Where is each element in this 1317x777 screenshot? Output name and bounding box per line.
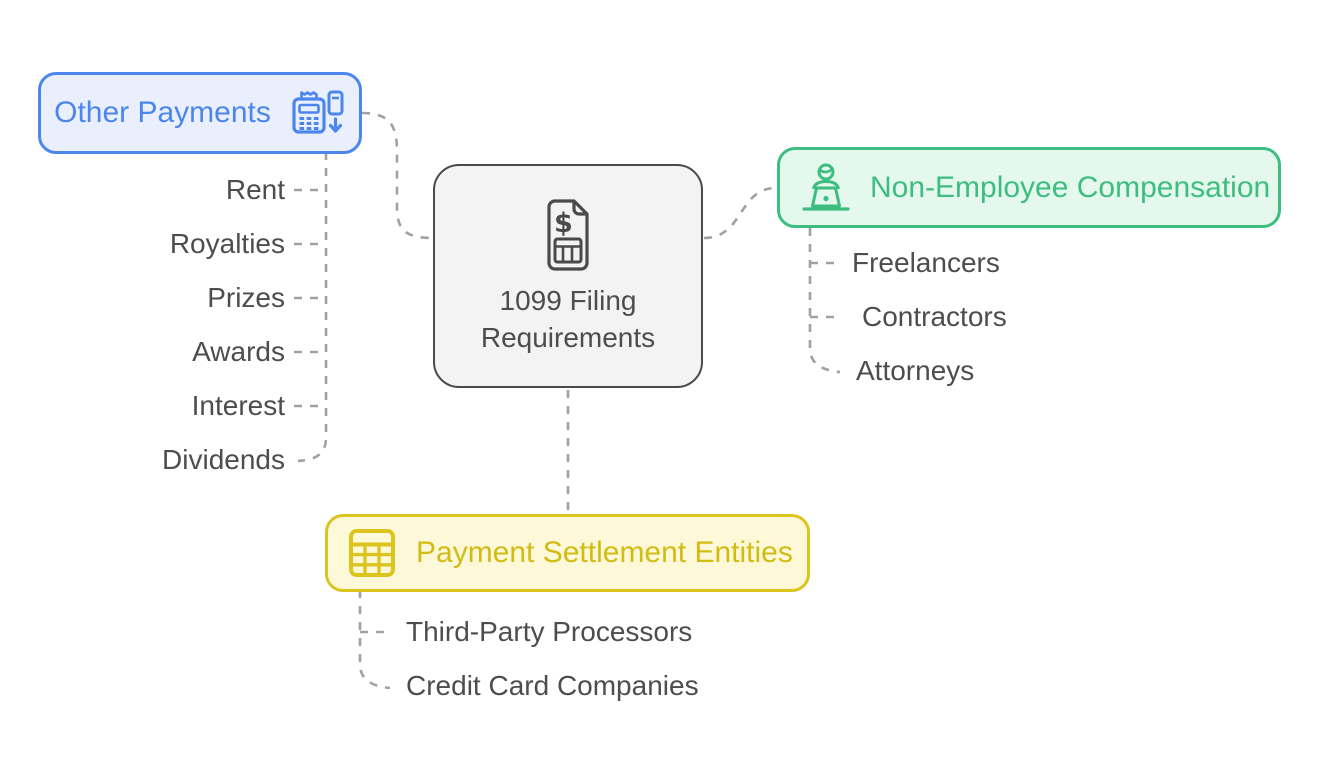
leaf-awards: Awards [192,336,285,367]
node-other-payments[interactable]: Other Payments [38,72,362,154]
leaf-dividends: Dividends [162,444,285,475]
node-non-employee-compensation[interactable]: Non-Employee Compensation [777,147,1281,228]
center-node-label: 1099 Filing Requirements [480,284,656,353]
leaf-credit-card-companies: Credit Card Companies [406,670,699,701]
dollar-glyph: $ [554,208,573,239]
spine-non-employee [808,228,841,374]
connector-other-payments-center [361,111,433,240]
leaf-third-party-processors: Third-Party Processors [406,616,693,647]
pos-terminal-card-icon [292,90,344,134]
leaf-attorneys: Attorneys [856,355,975,386]
leaf-royalties: Royalties [169,228,285,259]
node-1099-filing-requirements[interactable]: $ 1099 Filing Requirements [433,164,703,388]
leaf-rent: Rent [225,174,285,205]
spine-payment-settlement [358,590,391,690]
payment-settlement-entities-label: Payment Settlement Entities [416,536,793,569]
leaf-freelancers: Freelancers [852,247,1000,278]
leaf-interest: Interest [191,390,285,421]
leaf-contractors: Contractors [862,301,1007,332]
dollar-invoice-icon: $ [547,198,589,271]
leaf-prizes: Prizes [207,282,285,313]
table-grid-icon [349,529,395,577]
other-payments-label: Other Payments [54,96,271,129]
freelancer-laptop-icon [802,163,850,211]
connector-center-non-employee [703,186,777,240]
spine-other-payments [297,152,328,463]
node-payment-settlement-entities[interactable]: Payment Settlement Entities [325,514,810,592]
non-employee-compensation-label: Non-Employee Compensation [870,170,1271,204]
